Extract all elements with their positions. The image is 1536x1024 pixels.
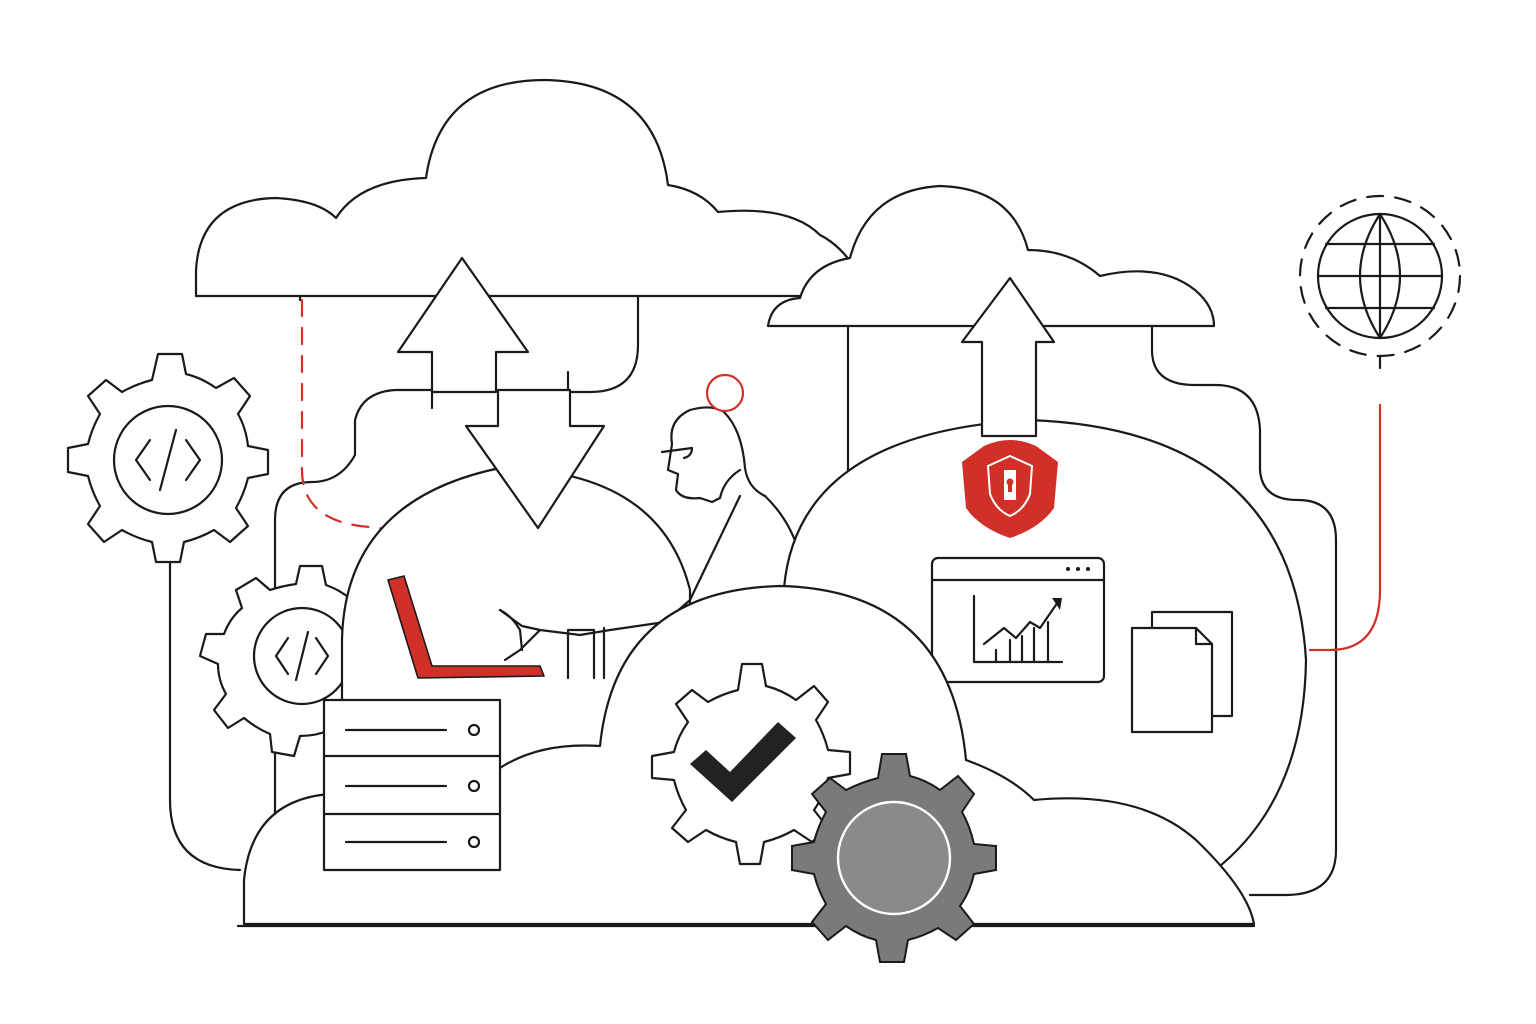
code-gear-icon [66,352,270,564]
check-gear-icon [650,662,852,866]
globe-icon [1298,194,1462,358]
documents-icon [1130,610,1234,734]
upload-download-arrows-icon [396,256,606,530]
upload-arrow-icon [960,276,1056,438]
laptop-icon [387,575,545,679]
security-shield-icon [962,440,1058,538]
right-cloud-icon [766,184,1216,328]
analytics-window-icon [930,556,1106,684]
accent-lines [300,298,1382,652]
settings-gear-icon [791,753,997,963]
server-rack-icon [322,698,502,872]
connector-lines [168,294,1382,897]
person-at-laptop-icon [498,373,802,680]
top-cloud-icon [194,78,872,298]
